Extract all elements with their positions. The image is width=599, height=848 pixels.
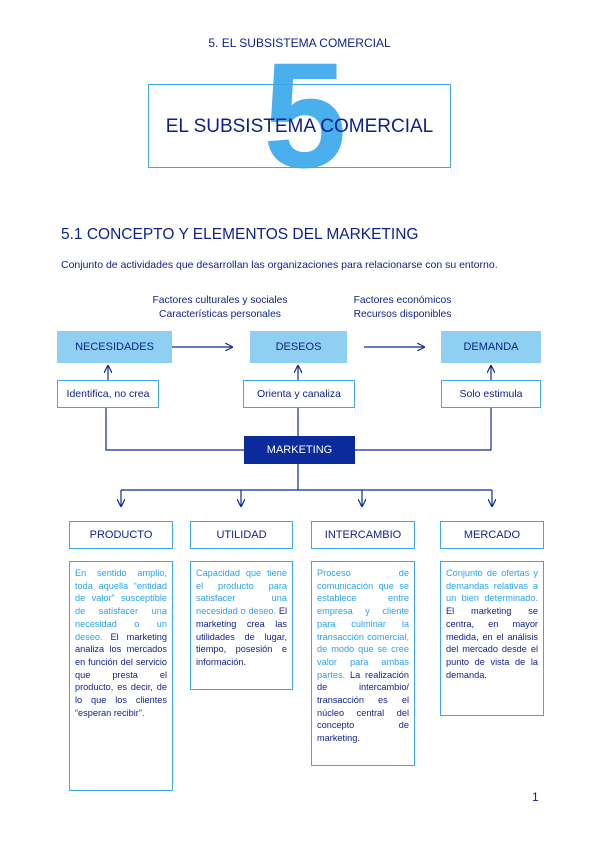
page-number: 1 — [532, 790, 539, 804]
factor-economic: Factores económicos — [353, 295, 452, 306]
box-utilidad: UTILIDAD — [190, 521, 293, 549]
factor-personal: Características personales — [159, 309, 281, 320]
box-producto: PRODUCTO — [69, 521, 173, 549]
desc-producto-marketing: El marketing analiza los mercados en fun… — [75, 631, 167, 718]
chapter-number: 5 — [263, 31, 347, 199]
factor-cultural: Factores culturales y sociales — [152, 295, 288, 306]
desc-utilidad-marketing: El marketing crea las utilidades de luga… — [196, 606, 287, 667]
desc-intercambio-marketing: La realización de intercambio/ transacci… — [317, 669, 409, 744]
desc-producto: En sentido amplio, toda aquella “entidad… — [69, 561, 173, 791]
running-head: 5. EL SUBSISTEMA COMERCIAL — [208, 36, 391, 50]
desc-intercambio-def: Proceso de comunicación que se establece… — [317, 568, 409, 680]
desc-mercado: Conjunto de ofertas y demandas relativas… — [440, 561, 544, 716]
chapter-title: EL SUBSISTEMA COMERCIAL — [165, 116, 434, 137]
box-identifica: Identifica, no crea — [57, 380, 159, 408]
desc-utilidad-def: Capacidad que tiene el producto para sat… — [196, 568, 287, 617]
section-heading: 5.1 CONCEPTO Y ELEMENTOS DEL MARKETING — [61, 226, 419, 243]
box-intercambio: INTERCAMBIO — [311, 521, 415, 549]
desc-intercambio: Proceso de comunicación que se establece… — [311, 561, 415, 766]
box-orienta: Orienta y canaliza — [243, 380, 355, 408]
factor-resources: Recursos disponibles — [353, 309, 452, 320]
line-identifica-marketing — [105, 407, 244, 451]
chapter-banner — [148, 84, 451, 168]
line-estimula-marketing — [355, 407, 492, 451]
box-demanda: DEMANDA — [441, 331, 541, 363]
box-necesidades: NECESIDADES — [57, 331, 172, 363]
box-marketing: MARKETING — [244, 436, 355, 464]
desc-mercado-def: Conjunto de ofertas y demandas relativas… — [446, 568, 538, 604]
box-mercado: MERCADO — [440, 521, 544, 549]
intro-text: Conjunto de actividades que desarrollan … — [61, 259, 498, 271]
box-estimula: Solo estimula — [441, 380, 541, 408]
factors-left: Factores culturales y sociales Caracterí… — [120, 294, 320, 322]
factors-right: Factores económicos Recursos disponibles — [330, 294, 475, 322]
desc-producto-def: En sentido amplio, toda aquella “entidad… — [75, 568, 167, 642]
box-deseos: DESEOS — [250, 331, 347, 363]
desc-mercado-marketing: El marketing se centra, en mayor medida,… — [446, 606, 538, 680]
desc-utilidad: Capacidad que tiene el producto para sat… — [190, 561, 293, 690]
